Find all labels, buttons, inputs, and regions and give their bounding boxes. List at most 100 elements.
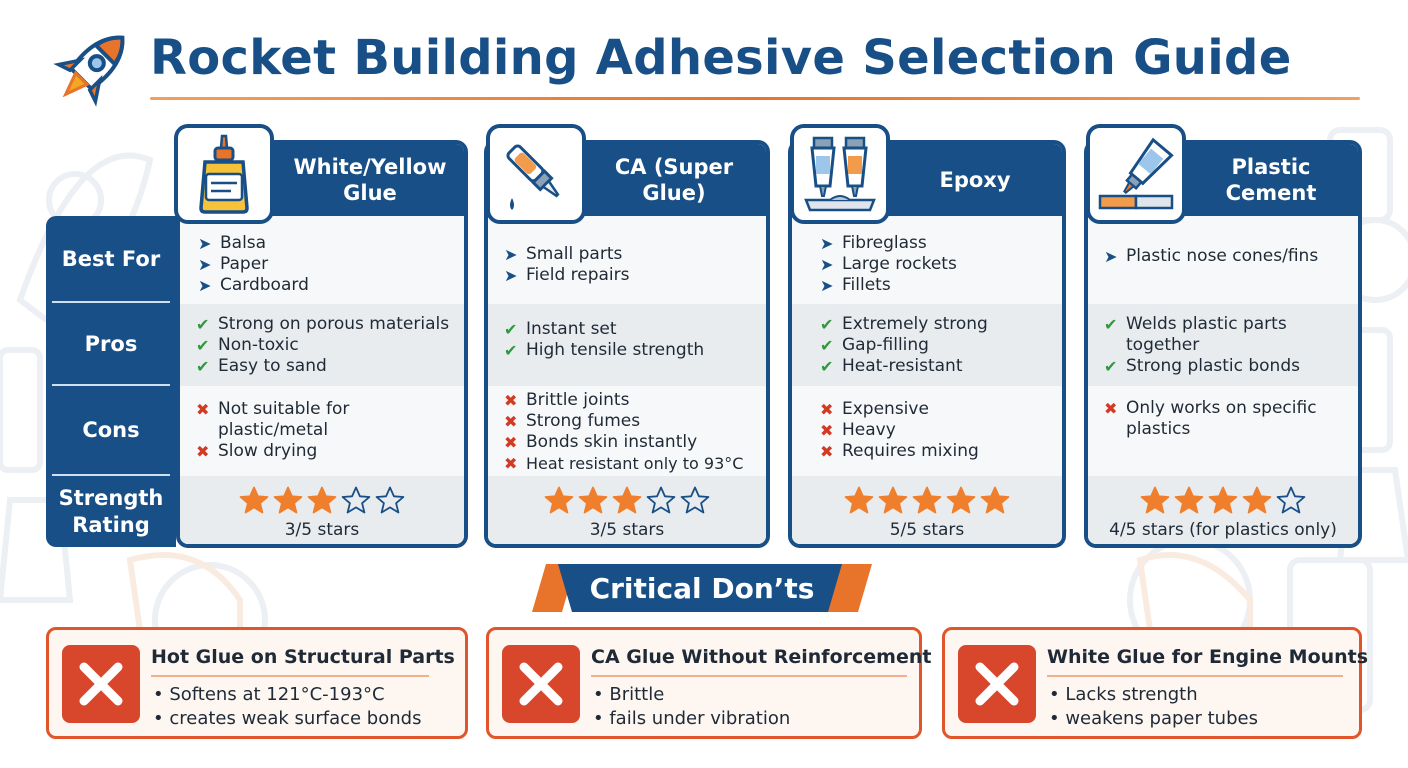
cross-icon: ✖ xyxy=(820,420,834,440)
super-glue-tube-icon xyxy=(506,144,560,210)
arrow-icon: ➤ xyxy=(198,233,212,253)
star-filled-icon xyxy=(1174,486,1204,514)
row-label-best-for: Best For xyxy=(61,246,161,271)
star-filled-icon xyxy=(239,486,269,514)
check-icon: ✔ xyxy=(1104,314,1118,334)
arrow-icon: ➤ xyxy=(820,254,834,274)
x-icon xyxy=(62,645,140,723)
title-bar: Rocket Building Adhesive Selection Guide xyxy=(0,18,1408,108)
adhesive-card-white-yellow-glue: White/Yellow Glue ➤Balsa ➤Paper ➤Cardboa… xyxy=(176,140,468,548)
check-icon: ✔ xyxy=(196,314,210,334)
adhesive-card-plastic-cement: Plastic Cement ➤Plastic nose cones/fins … xyxy=(1084,140,1362,548)
star-filled-icon xyxy=(878,486,908,514)
critical-donts-banner: Critical Don’ts xyxy=(532,564,872,612)
row-label-column: Best For Pros Cons Strength Rating xyxy=(46,216,176,547)
check-icon: ✔ xyxy=(1104,356,1118,376)
title-underline xyxy=(150,97,1360,100)
cons-list: ✖Not suitable for plastic/metal ✖Slow dr… xyxy=(180,388,464,472)
cross-icon: ✖ xyxy=(504,454,518,473)
arrow-icon: ➤ xyxy=(820,233,834,253)
arrow-icon: ➤ xyxy=(504,245,518,264)
arrow-icon: ➤ xyxy=(198,254,212,274)
cross-icon: ✖ xyxy=(820,399,834,419)
rating-text: 4/5 stars (for plastics only) xyxy=(1109,520,1337,540)
list-item: ➤Fillets xyxy=(820,274,891,295)
band-best-for xyxy=(488,216,766,304)
list-item: ✔High tensile strength xyxy=(504,340,705,360)
star-empty-icon xyxy=(680,486,710,514)
list-item: ✖Only works on specific plastics xyxy=(1104,398,1317,439)
list-item: ✔Non-toxic xyxy=(196,334,299,355)
star-rating xyxy=(1088,486,1358,514)
band-cons xyxy=(180,386,464,476)
card-title: Epoxy xyxy=(939,167,1011,192)
list-item: ✔Instant set xyxy=(504,319,617,339)
star-filled-icon xyxy=(1242,486,1272,514)
band-pros xyxy=(180,304,464,386)
pros-list: ✔Strong on porous materials ✔Non-toxic ✔… xyxy=(180,306,464,384)
check-icon: ✔ xyxy=(196,356,210,376)
star-empty-icon xyxy=(646,486,676,514)
x-icon xyxy=(958,645,1036,723)
cons-list: ✖Expensive ✖Heavy ✖Requires mixing xyxy=(792,388,1062,472)
band-pros xyxy=(488,304,766,386)
rating-text: 3/5 stars xyxy=(589,520,665,540)
band-best-for xyxy=(180,216,464,304)
band-best-for xyxy=(792,216,1062,304)
list-item: ✖Slow drying xyxy=(196,440,318,461)
band-cons xyxy=(792,386,1062,476)
rating-text: 5/5 stars xyxy=(889,520,965,540)
dont-title: Hot Glue on Structural Parts xyxy=(151,646,455,668)
list-item: ✖Strong fumes xyxy=(504,411,641,431)
list-item: ➤Cardboard xyxy=(198,274,309,295)
row-divider xyxy=(52,474,170,476)
list-item: ✔Easy to sand xyxy=(196,355,327,376)
plastic-cement-tube-icon xyxy=(1098,137,1174,210)
star-filled-icon xyxy=(544,486,574,514)
list-item: ➤Field repairs xyxy=(504,265,630,285)
best-for-list: ➤Balsa ➤Paper ➤Cardboard xyxy=(180,224,464,304)
cross-icon: ✖ xyxy=(196,399,210,419)
list-item: ➤Balsa xyxy=(198,232,267,253)
star-filled-icon xyxy=(578,486,608,514)
card-title: CA (Super Glue) xyxy=(614,154,734,205)
star-filled-icon xyxy=(946,486,976,514)
cross-icon: ✖ xyxy=(820,441,834,461)
star-rating xyxy=(180,486,464,514)
card-title: Plastic Cement xyxy=(1225,154,1317,205)
glue-bottle-icon-frame xyxy=(174,124,274,224)
list-item: ➤Fibreglass xyxy=(820,232,927,253)
glue-bottle-icon xyxy=(199,134,249,214)
cross-icon: ✖ xyxy=(1104,399,1118,418)
band-pros xyxy=(1088,304,1358,386)
banner-shape xyxy=(532,564,872,612)
dont-card-hot-glue: Hot Glue on Structural Parts • Softens a… xyxy=(46,627,468,739)
list-item: ✖Brittle joints xyxy=(504,390,630,410)
check-icon: ✔ xyxy=(820,314,834,334)
row-label-pros: Pros xyxy=(84,331,138,356)
star-empty-icon xyxy=(375,486,405,514)
best-for-list: ➤Fibreglass ➤Large rockets ➤Fillets xyxy=(792,224,1062,304)
list-item: ✖Bonds skin instantly xyxy=(504,432,698,452)
band-cons xyxy=(1088,386,1358,476)
list-item: ✔Heat-resistant xyxy=(820,355,963,376)
dont-line: • creates weak surface bonds xyxy=(153,708,422,729)
cross-icon: ✖ xyxy=(196,441,210,461)
x-icon xyxy=(502,645,580,723)
dont-title: White Glue for Engine Mounts xyxy=(1047,646,1369,668)
epoxy-tubes-icon-frame xyxy=(790,124,890,224)
dont-divider xyxy=(591,675,907,677)
star-filled-icon xyxy=(844,486,874,514)
list-item: ➤Paper xyxy=(198,253,269,274)
cross-icon: ✖ xyxy=(504,433,518,452)
row-label-strength-rating: Strength Rating xyxy=(58,486,164,537)
list-item: ✔Welds plastic parts together xyxy=(1104,313,1287,355)
star-filled-icon xyxy=(273,486,303,514)
check-icon: ✔ xyxy=(820,356,834,376)
list-item: ✖Not suitable for plastic/metal xyxy=(196,398,350,440)
list-item: ➤Small parts xyxy=(504,244,623,264)
cross-icon: ✖ xyxy=(504,391,518,410)
super-glue-tube-icon-frame xyxy=(486,124,586,224)
page-title: Rocket Building Adhesive Selection Guide xyxy=(150,30,1292,86)
list-item: ✔Gap-filling xyxy=(820,334,929,355)
